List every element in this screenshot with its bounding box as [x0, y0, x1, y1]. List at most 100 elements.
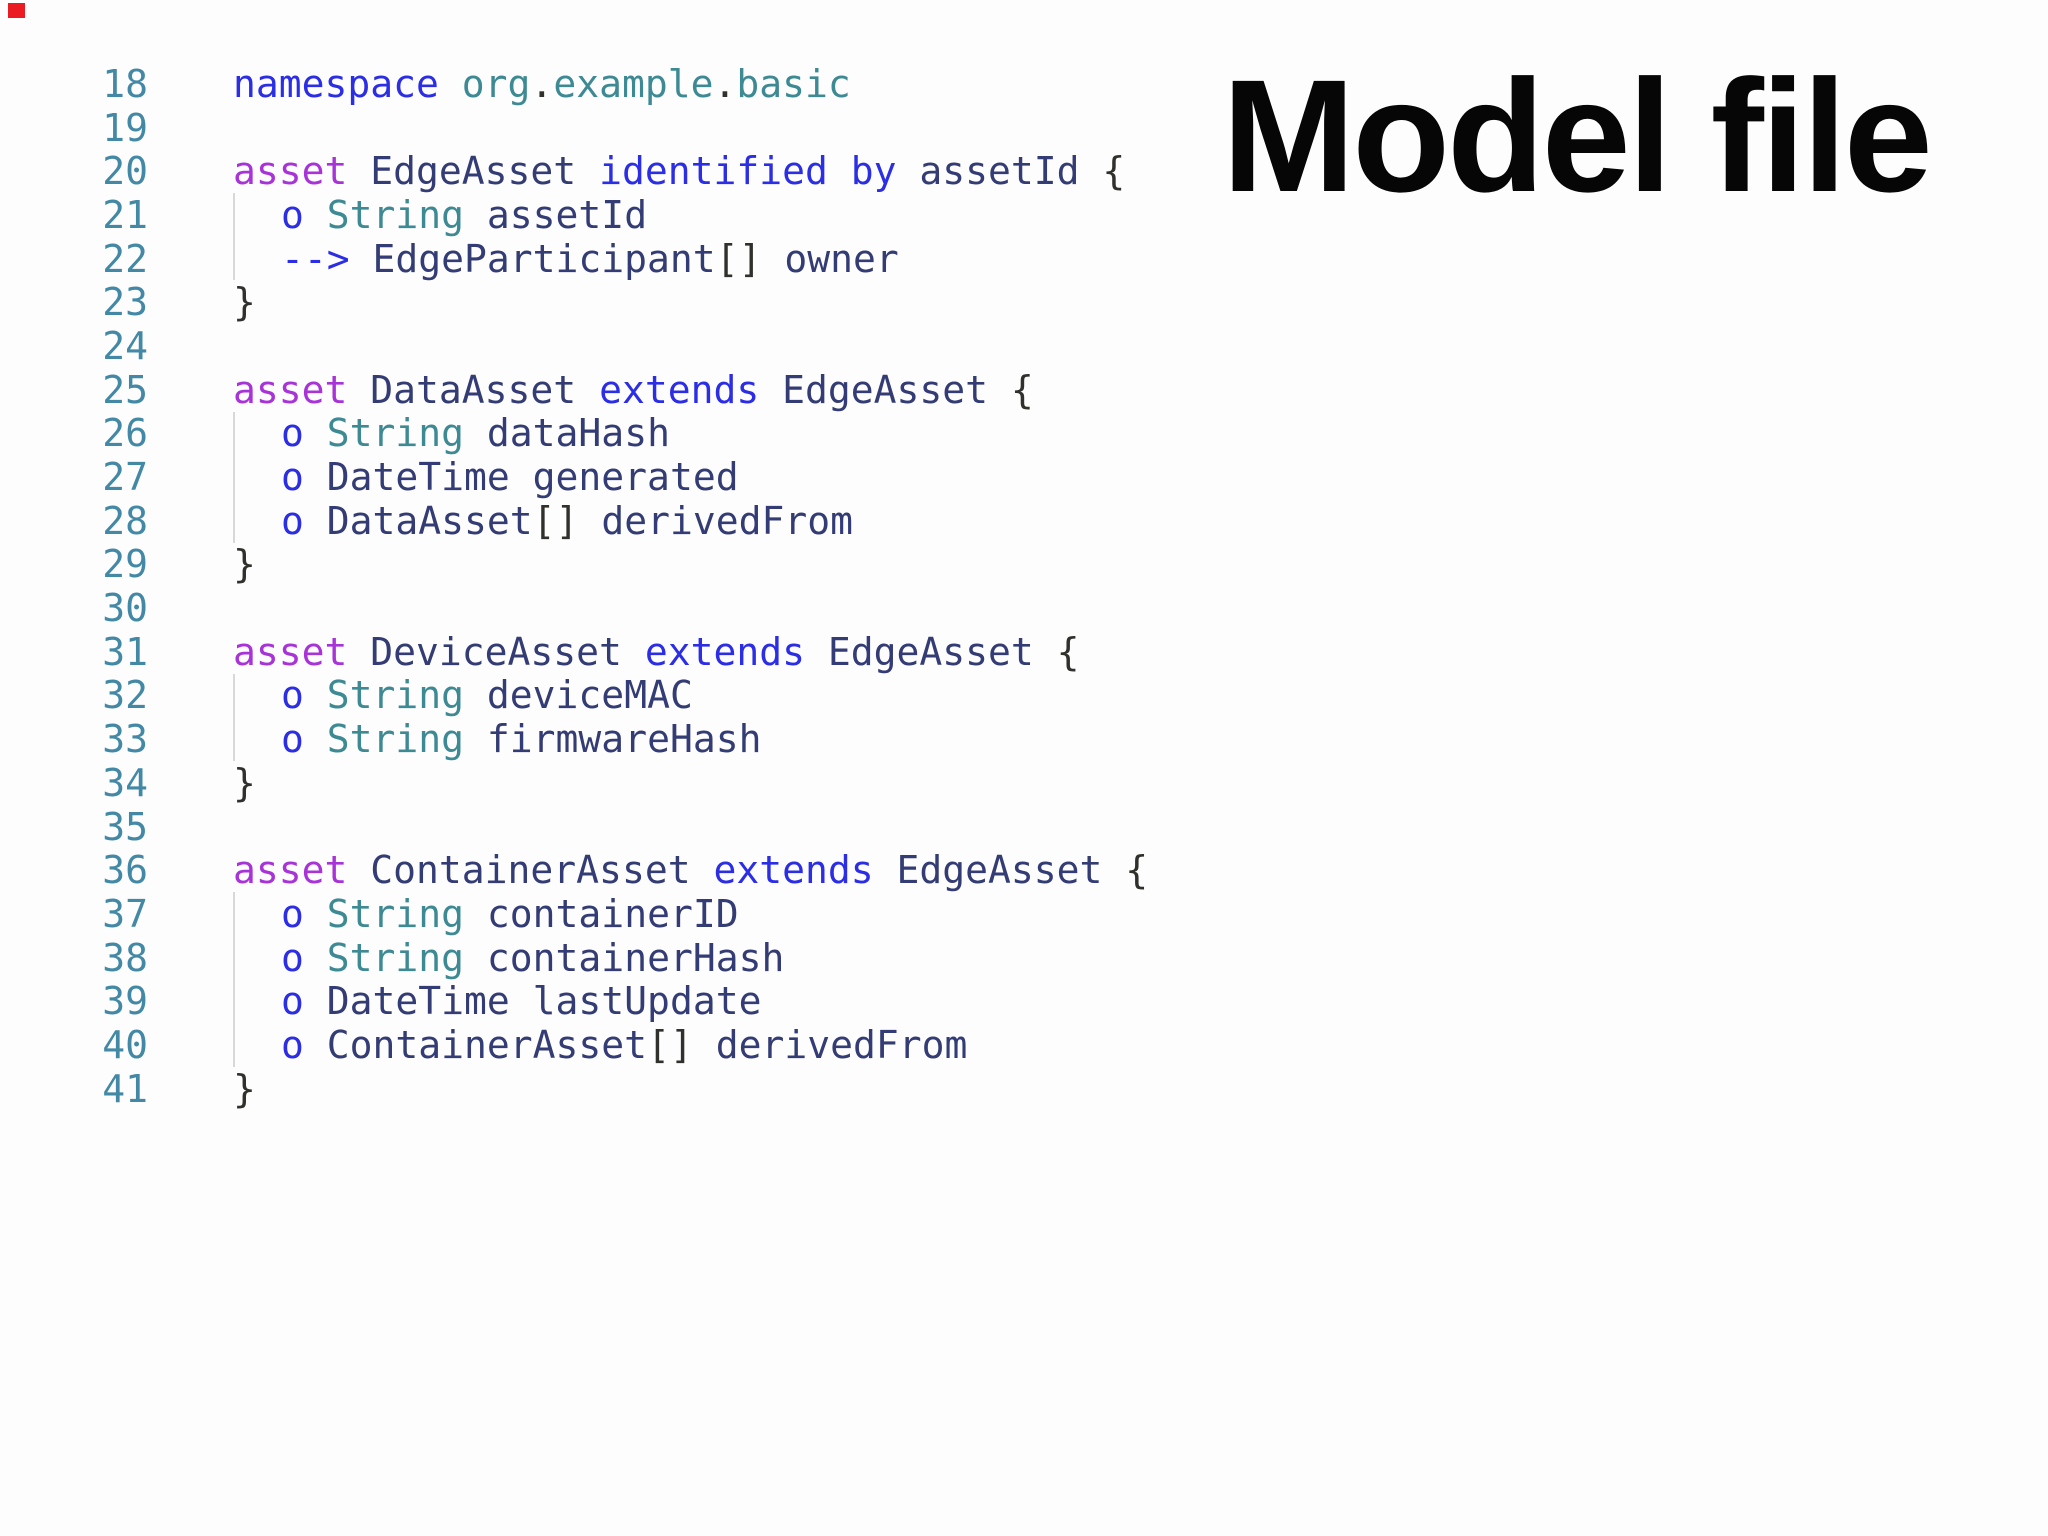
indent-guide-line — [233, 1023, 281, 1067]
code-token: dataHash — [486, 411, 670, 456]
code-token: DataAsset — [326, 498, 533, 543]
code-line: 23} — [0, 280, 2048, 324]
code-token: EdgeParticipant — [372, 236, 716, 281]
code-token: extends — [599, 367, 783, 412]
code-token: EdgeAsset — [896, 848, 1126, 893]
code-token: --> — [281, 236, 373, 281]
code-line: 27 o DateTime generated — [0, 455, 2048, 499]
code-token: ContainerAsset — [370, 848, 714, 893]
code-token: . — [530, 61, 554, 106]
code-token: } — [233, 280, 256, 325]
code-token: String — [326, 192, 487, 237]
code-token: String — [326, 717, 487, 762]
code-token: firmwareHash — [486, 717, 762, 762]
code-token: lastUpdate — [532, 979, 762, 1024]
line-number: 31 — [102, 629, 148, 674]
line-number: 35 — [102, 804, 148, 849]
line-number: 33 — [102, 717, 148, 762]
code-line: 40 o ContainerAsset[] derivedFrom — [0, 1023, 2048, 1067]
code-token: EdgeAsset — [827, 629, 1057, 674]
code-token: derivedFrom — [601, 498, 853, 543]
code-token: DateTime — [326, 979, 533, 1024]
code-token: o — [281, 891, 327, 936]
code-token: EdgeAsset — [370, 149, 600, 194]
code-token: extends — [713, 848, 897, 893]
code-token: EdgeAsset — [782, 367, 1011, 412]
line-number: 29 — [102, 542, 148, 587]
code-token: o — [281, 673, 327, 718]
code-token: . — [713, 61, 737, 106]
code-token: { — [1010, 367, 1034, 412]
line-number: 27 — [102, 455, 148, 500]
indent-guide-line — [233, 455, 281, 499]
code-token: DeviceAsset — [370, 629, 645, 674]
code-token: ContainerAsset — [326, 1022, 648, 1067]
line-number: 26 — [102, 411, 148, 456]
code-line: 30 — [0, 586, 2048, 630]
code-token: assetId — [486, 192, 648, 237]
indent-guide-line — [233, 236, 281, 281]
code-token: DateTime — [326, 455, 533, 500]
code-token: String — [326, 891, 487, 936]
code-token: assetId — [919, 149, 1103, 194]
code-token: { — [1102, 149, 1126, 194]
code-token: } — [233, 1066, 256, 1111]
code-line: 29} — [0, 542, 2048, 587]
line-number: 39 — [102, 979, 148, 1024]
code-line: 33 o String firmwareHash — [0, 717, 2048, 761]
slide-title: Model file — [1222, 46, 1933, 225]
code-token: o — [281, 1022, 327, 1067]
code-line: 19 — [0, 106, 2048, 150]
code-token: o — [281, 935, 327, 980]
code-token: owner — [784, 236, 899, 281]
code-token: derivedFrom — [715, 1022, 968, 1067]
code-token: [] — [647, 1022, 716, 1067]
code-token: o — [281, 192, 327, 237]
code-token: [] — [715, 236, 785, 281]
line-number: 30 — [102, 586, 148, 631]
line-number: 22 — [102, 236, 148, 281]
code-token: String — [326, 673, 487, 718]
line-number: 32 — [102, 673, 148, 718]
indent-guide-line — [233, 498, 281, 543]
code-token: } — [233, 542, 256, 587]
code-line: 22 --> EdgeParticipant[] owner — [0, 237, 2048, 281]
code-token: o — [281, 717, 327, 762]
code-token: o — [281, 455, 327, 500]
code-token: generated — [532, 455, 739, 500]
code-line: 21 o String assetId — [0, 193, 2048, 237]
code-line: 35 — [0, 805, 2048, 849]
line-number: 28 — [102, 498, 148, 543]
indent-guide-line — [233, 892, 281, 936]
line-number: 36 — [102, 848, 148, 893]
code-token: asset — [233, 367, 371, 412]
indent-guide-line — [233, 935, 281, 980]
line-number: 18 — [102, 61, 148, 106]
code-token: basic — [736, 61, 851, 106]
line-number: 23 — [102, 280, 148, 325]
indent-guide-line — [233, 717, 281, 761]
line-number: 38 — [102, 935, 148, 980]
code-token: [] — [532, 498, 602, 543]
line-number: 21 — [102, 192, 148, 237]
code-token: o — [281, 411, 327, 456]
indent-guide-line — [233, 673, 281, 718]
indent-guide-line — [233, 193, 281, 237]
code-token: asset — [233, 149, 371, 194]
recording-indicator — [8, 3, 25, 18]
code-line: 41} — [0, 1067, 2048, 1111]
line-number: 41 — [102, 1066, 148, 1111]
line-number: 40 — [102, 1022, 148, 1067]
code-line: 24 — [0, 324, 2048, 368]
code-token: } — [233, 760, 256, 805]
code-token: namespace — [233, 61, 462, 106]
